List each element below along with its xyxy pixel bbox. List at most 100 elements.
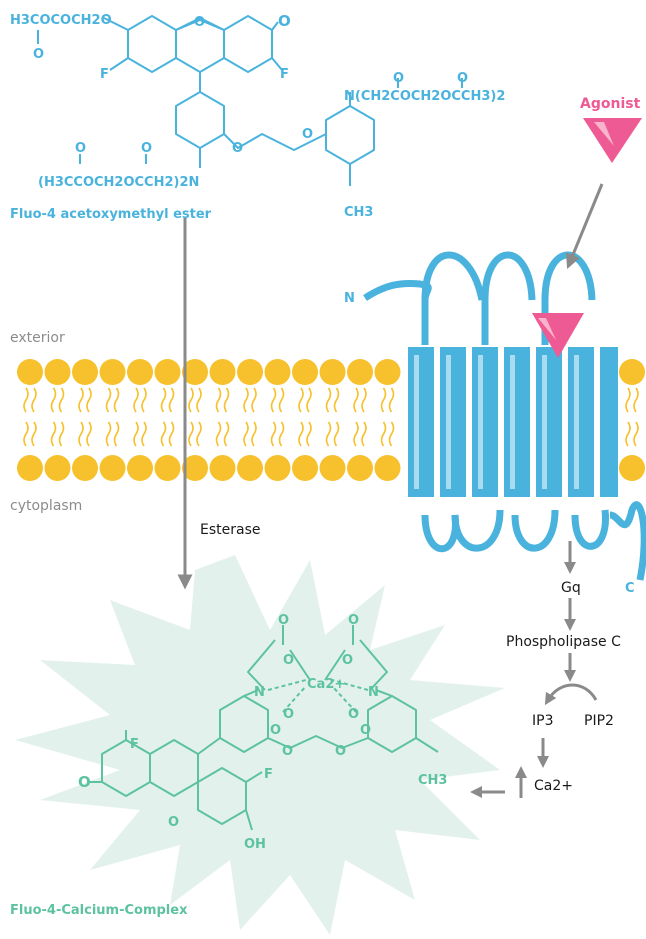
lipid-head (347, 455, 373, 481)
lipid-tail (58, 387, 65, 413)
ester-carbonyl-o-5: O (141, 141, 152, 156)
lipid-tail (141, 387, 147, 413)
lipid-tail (78, 421, 84, 447)
tm-helix-6 (568, 347, 594, 497)
lipid-tail (78, 387, 84, 413)
receptor-c-terminus: C (625, 581, 635, 596)
lipid-head (292, 359, 318, 385)
lipid-tail (388, 387, 395, 413)
complex-o-9: O (335, 744, 346, 759)
complex-o-1: O (278, 613, 289, 628)
lipid-head (154, 455, 181, 481)
lipid-tail (23, 387, 29, 413)
agonist-triangle (583, 118, 642, 163)
complex-o-6: O (348, 707, 359, 722)
tm-helix-7 (600, 347, 618, 497)
ester-title: Fluo-4 acetoxymethyl ester (10, 207, 212, 222)
complex-methyl: CH3 (418, 773, 447, 788)
ester-n-right: N(CH2COCH2OCCH3)2 (344, 89, 505, 104)
ester-ring-o: O (194, 15, 205, 30)
lipid-tail (223, 421, 230, 447)
lipid-tail (361, 387, 367, 413)
tm-helix-2 (440, 347, 466, 497)
lipid-head (209, 455, 236, 481)
complex-o-2: O (348, 613, 359, 628)
complex-title: Fluo-4-Calcium-Complex (10, 903, 188, 918)
lipid-tail (133, 387, 139, 413)
lipid-tail (86, 387, 92, 413)
lipid-tail (380, 387, 387, 413)
lipid-tail (251, 387, 257, 413)
ester-methyl: CH3 (344, 205, 373, 220)
lipid-head (319, 359, 346, 385)
complex-structure (90, 625, 439, 831)
complex-o-8: O (282, 744, 293, 759)
lipid-head (44, 359, 71, 385)
ester-carbonyl-o-4: O (75, 141, 86, 156)
lipid-tail (58, 421, 65, 447)
lipid-tail (325, 387, 332, 413)
lipid-head (99, 359, 126, 385)
complex-ketone-o: O (78, 773, 91, 791)
receptor-n-terminus: N (344, 291, 355, 306)
esterase-label: Esterase (200, 522, 260, 538)
lipid-tail (633, 387, 639, 413)
tm-helix-1 (408, 347, 434, 497)
lipid-tail (353, 387, 359, 413)
lipid-tail (215, 387, 222, 413)
lipid-head (72, 359, 98, 385)
complex-o-4: O (342, 653, 353, 668)
lipid-tail (31, 387, 37, 413)
lipid-tail (86, 421, 92, 447)
lipid-tail (298, 387, 304, 413)
complex-oh: OH (244, 837, 266, 852)
lipid-tail (278, 421, 285, 447)
arrow-agonist-to-receptor (565, 183, 604, 269)
lipid-tail (306, 421, 312, 447)
gpcr-receptor (363, 251, 646, 581)
complex-o-5: O (283, 707, 294, 722)
lipid-head (264, 359, 291, 385)
tm-helix-3 (472, 347, 498, 497)
ester-group-top-left: H3COCOCH2O (10, 13, 112, 28)
lipid-tail (23, 421, 29, 447)
complex-ca-label: Ca2+ (307, 677, 345, 692)
exterior-label: exterior (10, 330, 65, 346)
lipid-tail (333, 421, 340, 447)
lipid-tail (625, 387, 631, 413)
lipid-tail (188, 421, 194, 447)
lipid-head (44, 455, 71, 481)
lipid-head (374, 359, 401, 385)
lipid-head (99, 455, 126, 481)
lipid-tail (361, 421, 367, 447)
lipid-head (209, 359, 236, 385)
lipid-tail (353, 421, 359, 447)
lipid-head (154, 359, 181, 385)
lipid-tail (168, 387, 175, 413)
gq-label: Gq (561, 580, 581, 596)
ester-carbonyl-o-2: O (393, 71, 404, 86)
complex-o-7: O (270, 723, 281, 738)
complex-f-right: F (264, 767, 273, 782)
lipid-head (17, 359, 43, 385)
lipid-head (292, 455, 318, 481)
lipid-tail (223, 387, 230, 413)
lipid-head (374, 455, 401, 481)
lipid-tail (270, 421, 277, 447)
lipid-tail (196, 421, 202, 447)
lipid-tail (160, 421, 167, 447)
lipid-tail (625, 421, 631, 447)
ester-bridge-o2: O (302, 127, 313, 142)
lipid-head (182, 455, 208, 481)
complex-f-left: F (130, 737, 139, 752)
lipid-head (237, 359, 263, 385)
lipid-tail (160, 387, 167, 413)
lipid-head (127, 455, 153, 481)
complex-starburst (15, 555, 505, 935)
complex-ring-o: O (168, 815, 179, 830)
tm-helix-4 (504, 347, 530, 497)
ester-f-left: F (100, 67, 109, 82)
lipid-tail (380, 421, 387, 447)
ester-carbonyl-o-1: O (33, 47, 44, 62)
ester-n-left: (H3CCOCH2OCCH2)2N (38, 175, 199, 190)
